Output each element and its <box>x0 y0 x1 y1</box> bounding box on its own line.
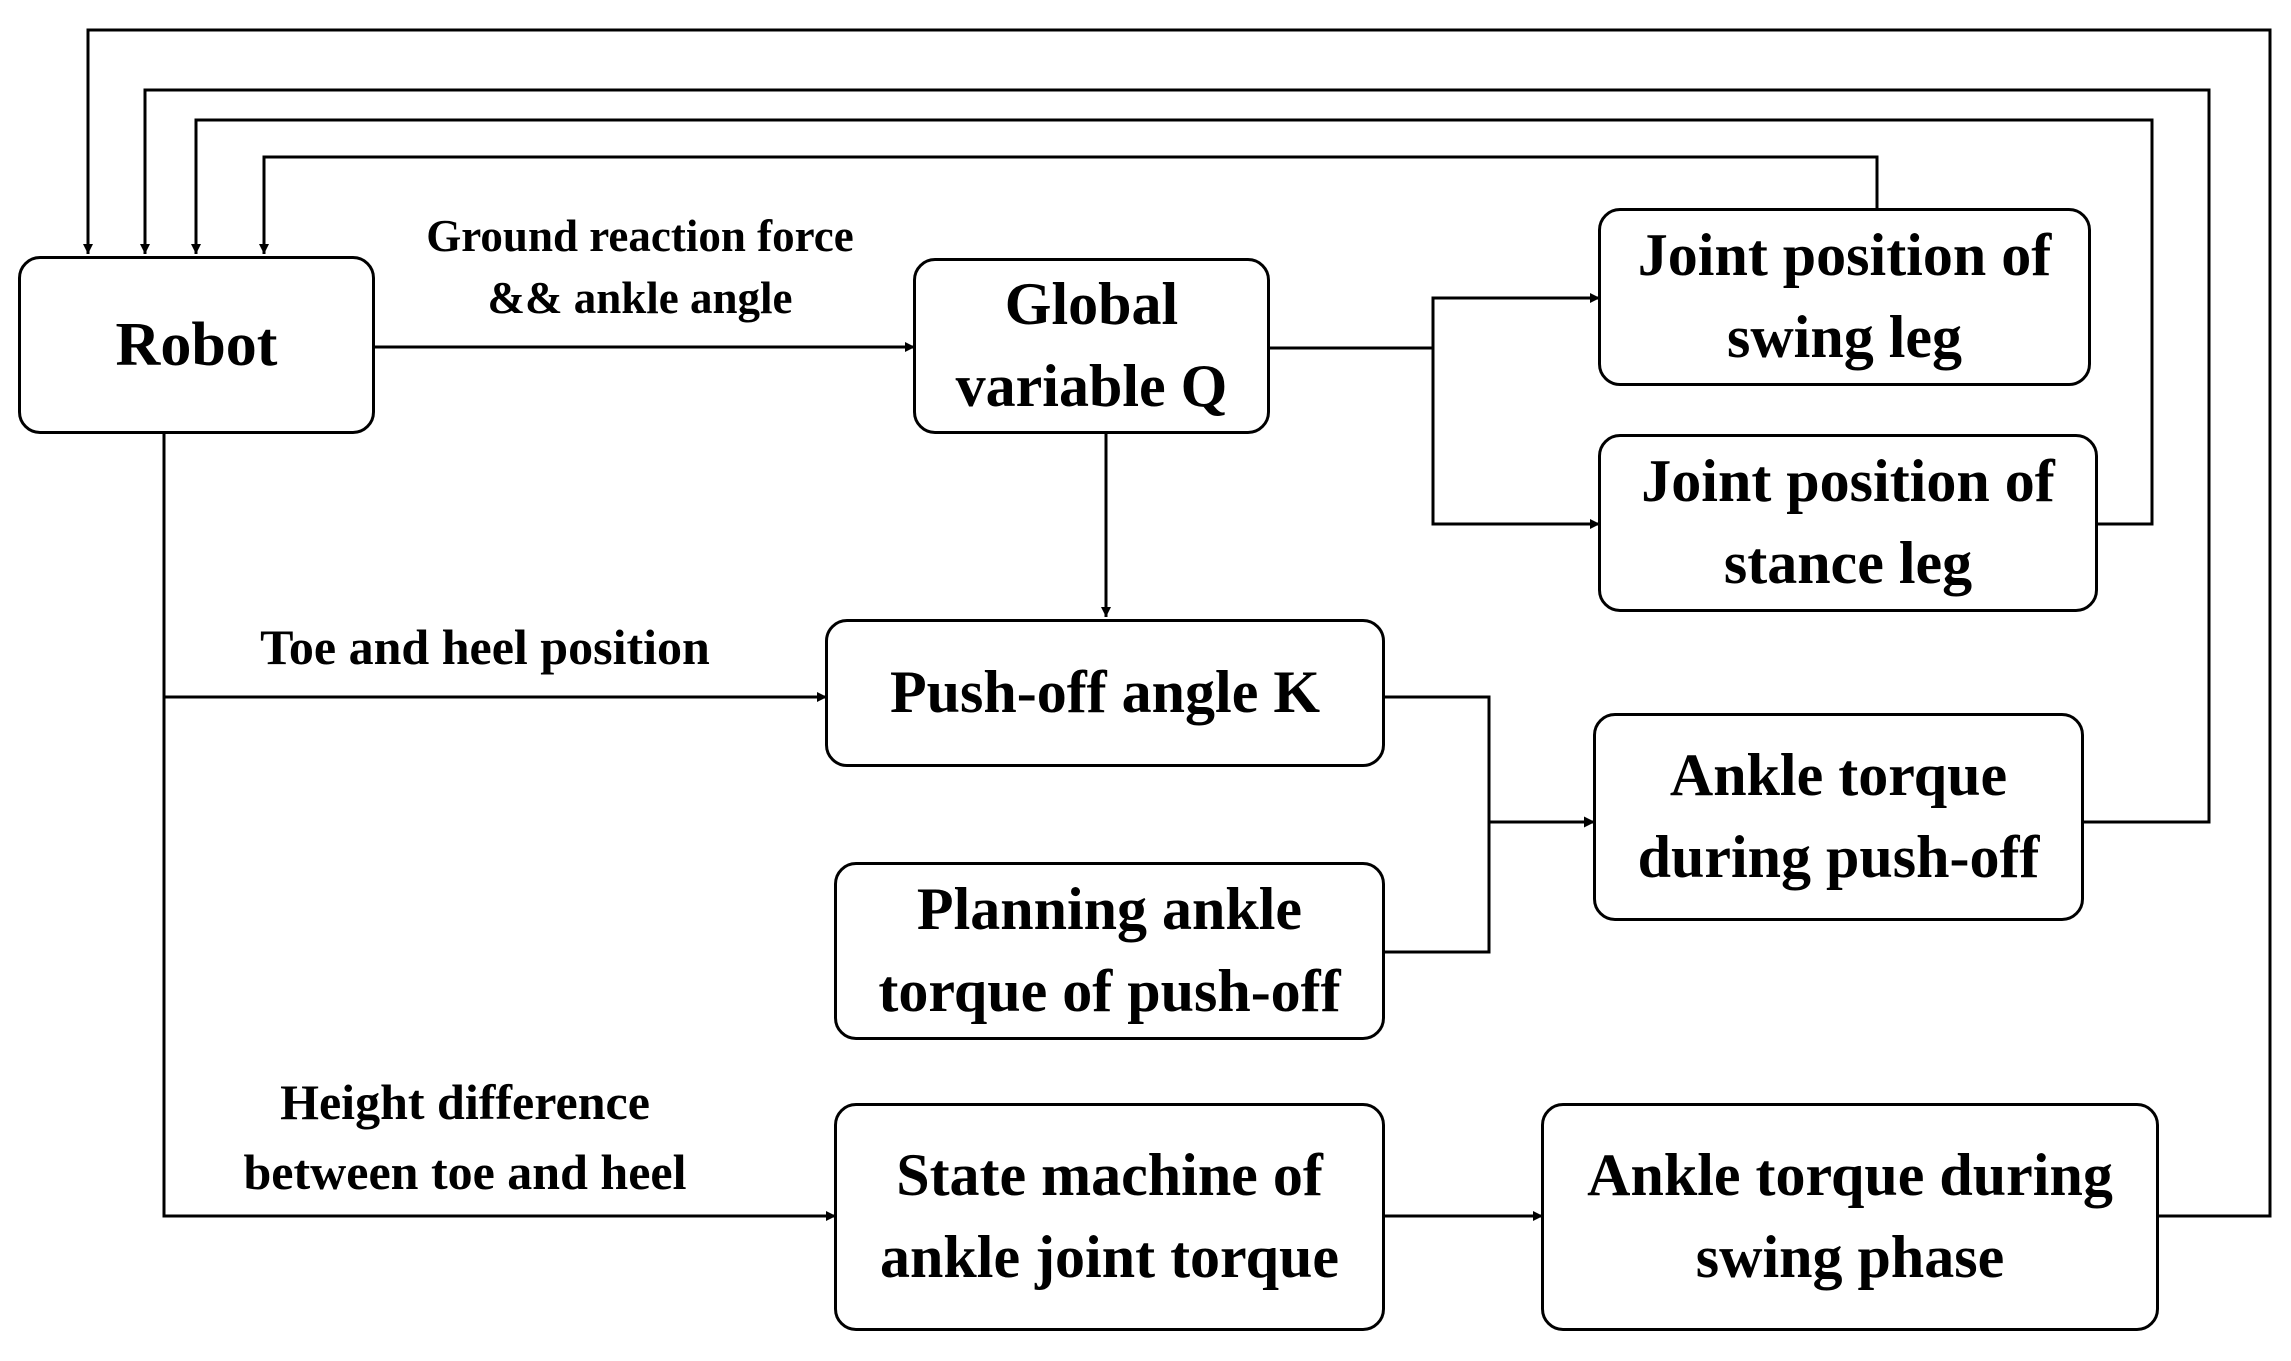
planning-ankle-torque-node: Planning ankle torque of push-off <box>834 862 1385 1040</box>
edge-global-q-to-stance-joint <box>1431 348 1600 529</box>
pushoff-angle-k-node: Push-off angle K <box>825 619 1385 767</box>
ankle-torque-pushoff-node: Ankle torque during push-off <box>1593 713 2084 921</box>
edge-pushoff-angle-to-merge <box>1385 695 1491 954</box>
feedback-ankle-pushoff-to-robot <box>140 88 2211 824</box>
height-difference-label: Height difference between toe and heel <box>243 1074 687 1200</box>
feedback-ankle-swing-to-robot <box>83 28 2272 1218</box>
edge-robot-to-state-machine <box>162 697 836 1221</box>
ground-reaction-force-label: Ground reaction force && ankle angle <box>426 211 854 324</box>
toe-heel-position-label: Toe and heel position <box>260 619 710 675</box>
robot-node: Robot <box>18 256 375 434</box>
stance-leg-joint-position-node: Joint position of stance leg <box>1598 434 2098 612</box>
feedback-swing-joint-to-robot <box>259 155 1879 254</box>
feedback-stance-joint-to-robot <box>191 118 2154 526</box>
swing-leg-joint-position-node: Joint position of swing leg <box>1598 208 2091 386</box>
ankle-torque-swing-node: Ankle torque during swing phase <box>1541 1103 2159 1331</box>
global-variable-q-node: Global variable Q <box>913 258 1270 434</box>
state-machine-node: State machine of ankle joint torque <box>834 1103 1385 1331</box>
edge-global-q-to-swing-joint <box>1270 293 1600 350</box>
